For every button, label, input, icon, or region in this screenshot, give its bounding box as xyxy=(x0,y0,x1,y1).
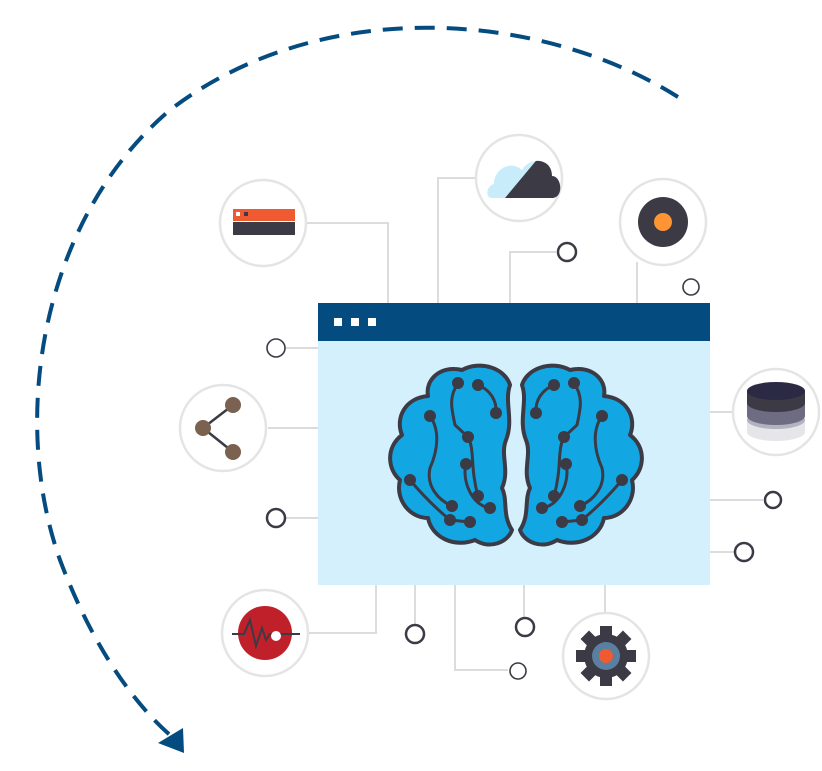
brain-node xyxy=(576,514,588,526)
heartbeat-node xyxy=(220,588,310,678)
window-titlebar xyxy=(318,303,710,341)
connector-server xyxy=(306,222,389,303)
server-icon xyxy=(233,209,295,235)
brain-circuit xyxy=(552,381,582,498)
heartbeat-icon xyxy=(232,606,300,660)
window-dot xyxy=(368,318,376,326)
database-node xyxy=(731,367,821,457)
brain-node xyxy=(616,474,628,486)
brain-node xyxy=(464,516,476,528)
brain-circuit xyxy=(578,414,605,508)
brain-node xyxy=(558,431,570,443)
ports xyxy=(265,241,783,680)
cloud-node xyxy=(474,133,564,223)
connectors xyxy=(268,177,763,671)
port-circle xyxy=(514,616,536,638)
window-dot xyxy=(351,318,359,326)
connector-port-top xyxy=(509,251,556,303)
brain-node xyxy=(556,516,568,528)
port-circle xyxy=(556,241,578,263)
brain-node xyxy=(568,377,580,389)
connector-heartbeat xyxy=(308,585,377,634)
brain-node xyxy=(452,377,464,389)
port-circle xyxy=(509,662,527,680)
port-circle xyxy=(265,507,287,529)
brain-node xyxy=(490,407,502,419)
server-node xyxy=(218,178,308,268)
brain-node xyxy=(446,500,458,512)
gear-node xyxy=(561,611,651,701)
brain-node xyxy=(596,410,608,422)
window-body xyxy=(318,303,710,585)
arrow-head-icon xyxy=(158,728,184,753)
share-node xyxy=(178,383,268,473)
connector-port-bottom-2 xyxy=(454,585,508,671)
port-circle xyxy=(682,278,700,296)
brain-node xyxy=(536,502,548,514)
cycle-arrow xyxy=(35,25,680,753)
brain-node xyxy=(424,410,436,422)
connector-cloud xyxy=(437,177,476,303)
port-circle xyxy=(266,338,286,358)
brain-node xyxy=(462,431,474,443)
brain-node xyxy=(484,502,496,514)
record-icon xyxy=(638,197,688,247)
brain-node xyxy=(444,514,456,526)
port-circle xyxy=(763,490,783,510)
dashed-arc xyxy=(35,25,680,737)
brain-node xyxy=(460,458,472,470)
browser-window xyxy=(318,303,710,585)
share-icon xyxy=(195,397,241,460)
brain-node xyxy=(548,490,560,502)
port-circle xyxy=(404,623,426,645)
brain-icon xyxy=(388,363,644,547)
window-dot xyxy=(334,318,342,326)
gear-icon xyxy=(576,626,636,686)
brain-node xyxy=(472,490,484,502)
brain-circuit xyxy=(450,381,480,498)
brain-circuit xyxy=(427,414,454,508)
node-circle xyxy=(178,383,268,473)
port-circle xyxy=(733,541,755,563)
brain-node xyxy=(404,474,416,486)
brain-node xyxy=(574,500,586,512)
brain-node xyxy=(472,379,484,391)
brain-node xyxy=(530,407,542,419)
brain-node xyxy=(560,458,572,470)
database-icon xyxy=(747,382,805,441)
brain-node xyxy=(548,379,560,391)
record-node xyxy=(618,177,708,267)
